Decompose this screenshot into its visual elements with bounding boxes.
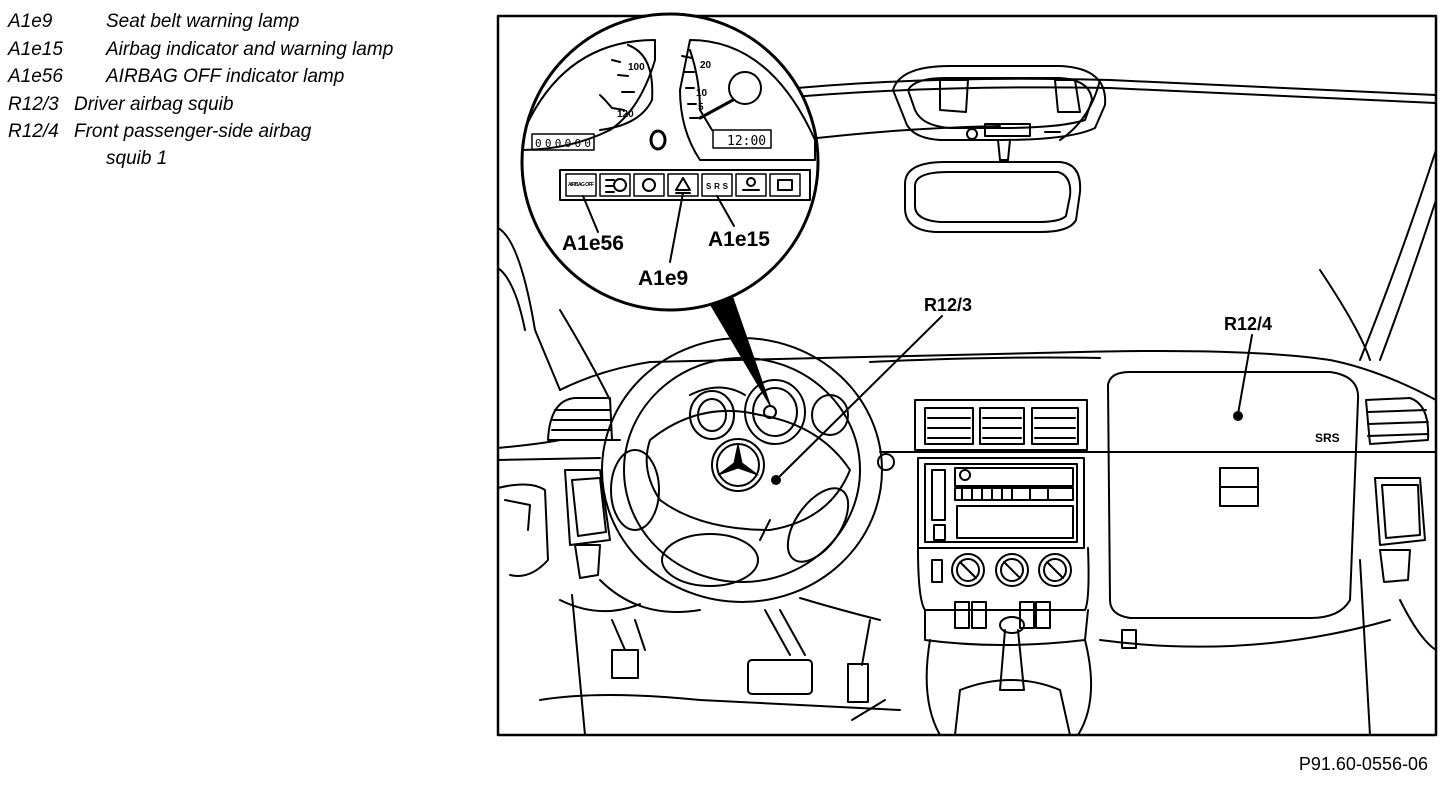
lamp-srs-label: SRS bbox=[706, 182, 729, 191]
leader-r12-4 bbox=[1237, 334, 1253, 415]
rear-view-mirror bbox=[904, 139, 1082, 233]
tacho-label-5: 5 bbox=[698, 102, 704, 113]
callout-r12-4: R12/4 bbox=[1224, 314, 1272, 334]
legend-item: A1e9 Seat belt warning lamp bbox=[8, 8, 478, 36]
legend-description: Driver airbag squib bbox=[74, 93, 234, 115]
instrument-cluster-magnifier: 100 120 000000 20 10 5 12:00 AIRBAG OFF bbox=[520, 12, 820, 312]
lamp-airbag-off-label: AIRBAG OFF bbox=[568, 182, 594, 188]
figure-id: P91.60-0556-06 bbox=[1298, 754, 1428, 774]
leader-a1e56 bbox=[582, 195, 599, 233]
dashboard-top bbox=[559, 350, 1436, 401]
legend-code: A1e9 bbox=[8, 11, 53, 32]
callout-r12-3: R12/3 bbox=[924, 295, 972, 315]
legend-description: Seat belt warning lamp bbox=[106, 11, 300, 32]
leader-a1e15 bbox=[716, 195, 735, 227]
legend-item: A1e56 AIRBAG OFF indicator lamp bbox=[8, 63, 478, 91]
steering-wheel bbox=[601, 337, 883, 603]
right-door-panel bbox=[1359, 477, 1436, 735]
left-air-vent bbox=[547, 397, 613, 441]
overhead-console bbox=[892, 65, 1107, 141]
leader-a1e9 bbox=[669, 192, 684, 263]
legend-item: A1e15 Airbag indicator and warning lamp bbox=[8, 36, 478, 64]
legend-code: R12/4 bbox=[8, 121, 59, 142]
tacho-label-20: 20 bbox=[700, 60, 712, 71]
pedals bbox=[539, 579, 901, 721]
center-console bbox=[914, 399, 1093, 735]
right-air-vent bbox=[1365, 397, 1430, 445]
passenger-airbag-cover bbox=[1099, 371, 1391, 649]
callout-a1e15: A1e15 bbox=[708, 228, 770, 251]
dash-srs-badge: SRS bbox=[1315, 431, 1340, 445]
left-a-pillar bbox=[498, 227, 561, 391]
left-door-panel bbox=[498, 469, 641, 735]
legend-description: Airbag indicator and warning lamp bbox=[106, 38, 394, 60]
legend-description: AIRBAG OFF indicator lamp bbox=[106, 66, 345, 87]
clock-display: 12:00 bbox=[727, 134, 766, 149]
legend-description-continuation: squib 1 bbox=[106, 148, 168, 169]
legend-code: R12/3 bbox=[8, 93, 59, 115]
speedo-label-120: 120 bbox=[617, 109, 634, 120]
legend-description: Front passenger-side airbag bbox=[74, 121, 312, 142]
figure-frame bbox=[496, 14, 1438, 737]
tacho-label-10: 10 bbox=[696, 88, 708, 99]
mercedes-star-logo bbox=[711, 438, 765, 492]
right-a-pillar bbox=[1359, 149, 1436, 361]
callout-a1e9: A1e9 bbox=[638, 267, 688, 290]
legend: A1e9 Seat belt warning lamp A1e15 Airbag… bbox=[8, 8, 478, 169]
leader-r12-3 bbox=[777, 315, 943, 479]
legend-code: A1e56 bbox=[8, 66, 63, 87]
magnifier-pointer bbox=[707, 295, 771, 406]
legend-code: A1e15 bbox=[8, 38, 63, 60]
legend-item: R12/4 Front passenger-side airbag squib … bbox=[8, 118, 478, 169]
callout-a1e56: A1e56 bbox=[562, 232, 624, 255]
speedo-label-100: 100 bbox=[628, 62, 645, 73]
legend-item: R12/3 Driver airbag squib bbox=[8, 91, 478, 119]
